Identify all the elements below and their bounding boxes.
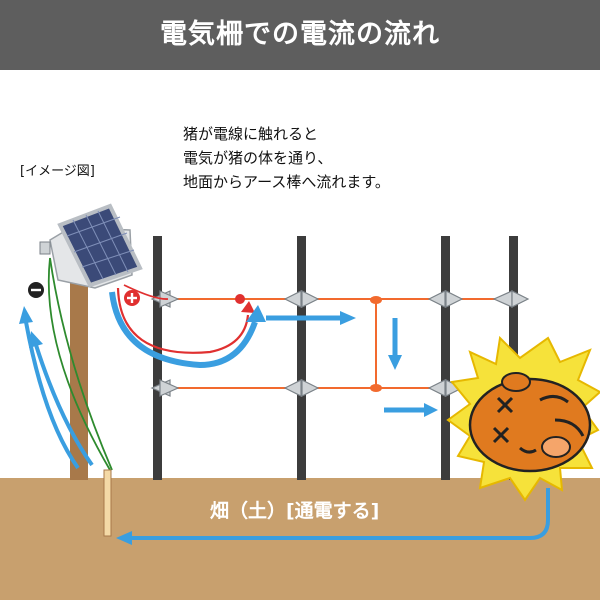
red-arrowhead <box>241 301 255 313</box>
fence-post-3 <box>441 236 450 480</box>
insulator-icon <box>283 379 320 397</box>
caption: 猪が電線に触れると 電気が猪の体を通り、 地面からアース棒へ流れます。 <box>183 122 390 194</box>
caption-line: 猪が電線に触れると <box>183 125 319 143</box>
insulator-icon <box>427 290 464 308</box>
blue-earth-arrow-2 <box>24 321 80 470</box>
red-lead-wire <box>123 284 169 300</box>
minus-terminal-icon <box>28 282 44 298</box>
blue-arrowhead-ground <box>116 531 132 545</box>
blue-arrowhead-1 <box>246 305 266 322</box>
plus-terminal-icon <box>124 290 140 306</box>
wire-node-2 <box>370 296 382 304</box>
boar-icon <box>446 335 600 502</box>
green-earth-wire <box>47 257 111 471</box>
header-bar <box>0 0 600 70</box>
caption-line: 電気が猪の体を通り、 <box>183 149 333 167</box>
ground-label: 畑（土）[通電する] <box>210 500 380 522</box>
wire-node-1 <box>235 294 245 304</box>
blue-arrowhead-2 <box>340 311 356 325</box>
blue-earth-arrow-1 <box>34 344 94 467</box>
blue-arrowhead-earth-1 <box>29 331 43 348</box>
red-current-arrow <box>116 287 250 354</box>
blue-arrowhead-earth-2 <box>19 306 33 324</box>
insulator-icon <box>492 290 530 308</box>
caption-line: 地面からアース棒へ流れます。 <box>183 173 390 191</box>
earth-rod <box>103 469 112 537</box>
page-title: 電気柵での電流の流れ <box>160 19 440 50</box>
fence-post-2 <box>297 236 306 480</box>
image-label: [イメージ図] <box>20 164 95 179</box>
solar-panel-icon <box>39 203 143 289</box>
blue-arrowhead-3 <box>388 355 402 370</box>
energizer-post <box>70 260 88 480</box>
blue-ground-return-arrow <box>130 488 550 540</box>
insulator-icon <box>427 379 464 397</box>
insulator-icon <box>283 290 320 308</box>
blue-flow-arrow-energizer <box>109 291 258 369</box>
insulator-icon <box>150 379 180 397</box>
green-earth-wire-2 <box>49 257 113 471</box>
blue-arrowhead-4 <box>424 403 438 417</box>
wire-node-3 <box>370 384 382 392</box>
